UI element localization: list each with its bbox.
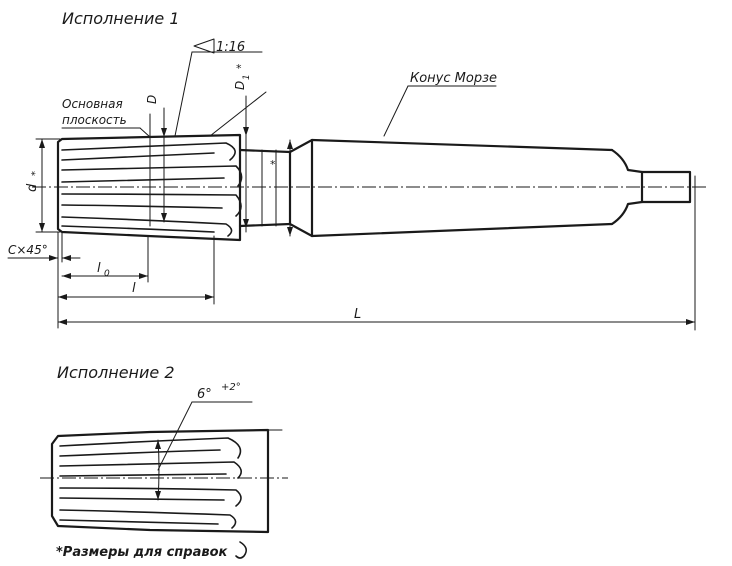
basic-plane-label-1: Основная [62, 97, 123, 111]
neck [238, 148, 292, 228]
scan-mark [235, 541, 248, 559]
basic-plane-callout: Основная плоскость [61, 97, 151, 138]
title-variant-2: Исполнение 2 [57, 363, 175, 382]
chamfer-label: C×45° [8, 243, 48, 257]
d-label: d [25, 183, 40, 192]
l-label: l [132, 281, 136, 296]
dimension-d: d * [25, 138, 61, 233]
cutting-part [56, 133, 243, 242]
D1-star: * [236, 62, 242, 75]
footnote: *Размеры для справок [56, 545, 229, 560]
d-star: * [30, 171, 41, 176]
dimension-l0: l 0 [61, 235, 149, 283]
shank-diameter-dimension [287, 139, 293, 237]
dimension-l: l [57, 235, 215, 305]
D-label: D [145, 95, 159, 104]
dimension-L: L [57, 175, 696, 331]
dimension-D1: D 1 * [209, 62, 267, 233]
D1-label: D [233, 81, 247, 90]
basic-plane-label-2: плоскость [62, 113, 127, 127]
title-variant-1: Исполнение 1 [62, 9, 180, 28]
L-label: L [354, 307, 361, 322]
angle-tolerance: +2° [221, 382, 241, 393]
angle-label: 6° [197, 387, 212, 402]
taper-symbol-icon [193, 38, 215, 54]
neck-diameter-mark: * [270, 149, 277, 227]
l0-subscript: 0 [104, 269, 110, 279]
l0-label: l [97, 261, 101, 276]
morse-taper-callout: Конус Морзе [383, 71, 497, 137]
svg-text:*: * [270, 158, 276, 171]
cutting-part-variant-2 [50, 428, 283, 534]
D1-subscript: 1 [242, 74, 252, 80]
dimension-D: D [145, 95, 167, 227]
morse-taper-shank [288, 138, 692, 238]
taper-ratio-callout: 1:16 [174, 38, 263, 137]
taper-ratio-label: 1:16 [216, 40, 245, 55]
morse-taper-label: Конус Морзе [410, 71, 497, 86]
angle-callout: 6° +2° [155, 382, 253, 501]
chamfer-dimension: C×45° [7, 231, 81, 301]
